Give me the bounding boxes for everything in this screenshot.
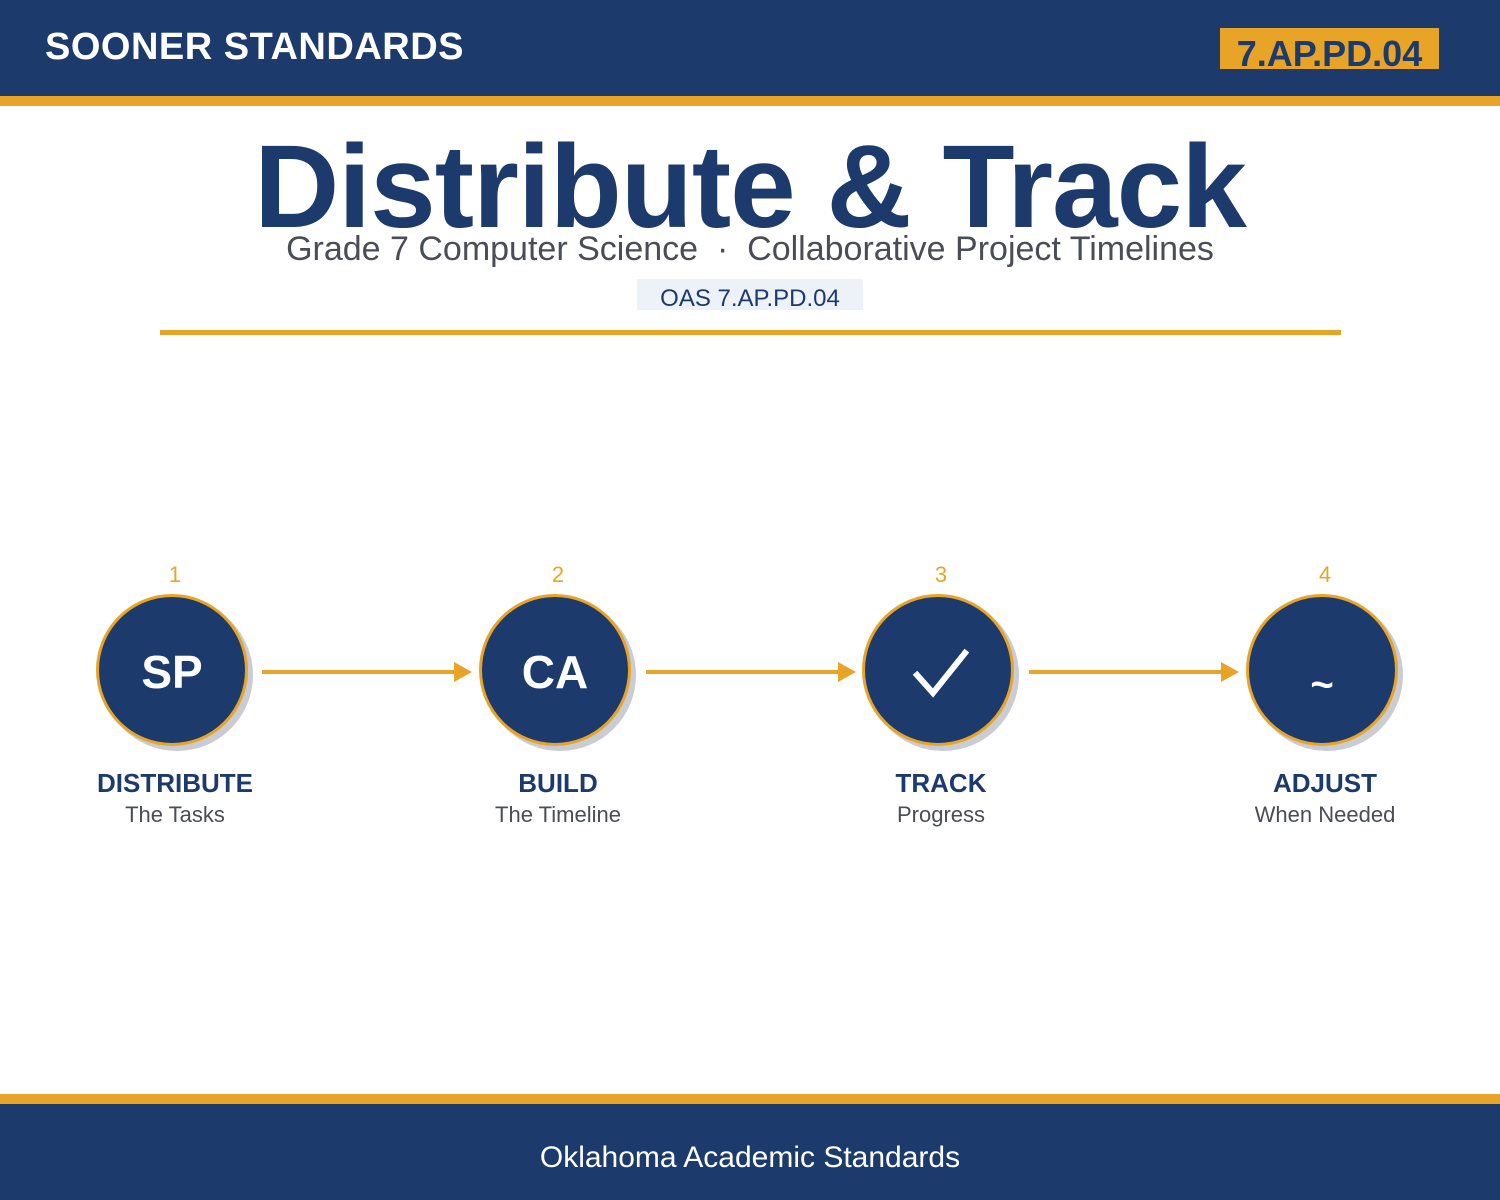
header-accent-stripe [0,96,1500,106]
step-subtitle: The Timeline [495,802,621,827]
footer-text: Oklahoma Academic Standards [539,1141,961,1174]
step-number: 1 [168,562,182,587]
step-circle-track [862,594,1014,746]
brand-title: SOONER STANDARDS [45,26,464,68]
arrow-head-icon [1221,662,1239,682]
step-initials: CA [521,646,589,698]
step-number: 4 [1318,562,1332,587]
tilde-icon: ~ [1310,663,1334,707]
page-title: Distribute & Track [254,121,1247,253]
header-bar: SOONER STANDARDS 7.AP.PD.04 [0,0,1500,96]
arrow-head-icon [454,662,472,682]
step-subtitle: The Tasks [125,802,225,827]
step-circle-build: CA [479,594,631,746]
step-title: TRACK [895,768,987,798]
step-title: DISTRIBUTE [97,768,253,798]
step-number: 3 [934,562,948,587]
step-circle-distribute: SP [96,594,248,746]
flow-arrow [1029,662,1239,682]
title-divider [160,330,1341,335]
footer-bar: Oklahoma Academic Standards [0,1104,1500,1200]
flow-arrow [646,662,856,682]
flow-arrow [262,662,472,682]
standard-code-badge: 7.AP.PD.04 [1220,28,1439,69]
step-title: ADJUST [1272,768,1377,798]
step-subtitle: Progress [896,802,986,827]
footer-accent-stripe [0,1094,1500,1104]
step-initials: SP [141,646,203,698]
step-number: 2 [551,562,565,587]
step-title: BUILD [518,768,598,798]
page-subtitle: Grade 7 Computer Science · Collaborative… [286,230,1214,268]
arrow-head-icon [838,662,856,682]
step-subtitle: When Needed [1254,802,1396,827]
standard-code-text: 7.AP.PD.04 [1236,33,1423,69]
oas-standard-badge: OAS 7.AP.PD.04 [637,279,863,310]
oas-standard-text: OAS 7.AP.PD.04 [660,285,840,310]
step-circle-adjust: ~ [1246,594,1398,746]
